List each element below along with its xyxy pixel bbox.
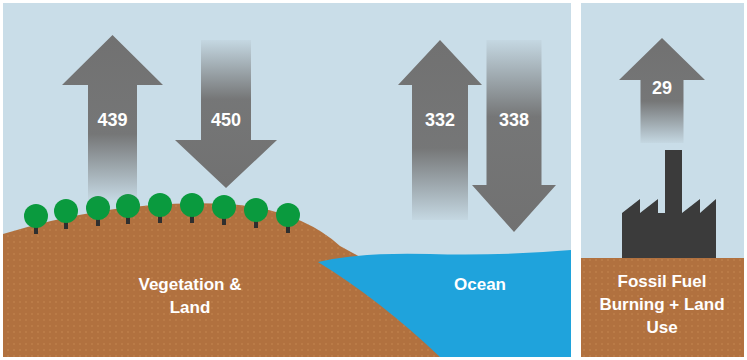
land (3, 203, 571, 357)
flux-arrow: 332 (398, 40, 482, 220)
region-label: Vegetation & Land (120, 273, 260, 319)
ground-texture (581, 258, 744, 357)
flux-value: 338 (472, 109, 556, 131)
tree-crown (24, 204, 48, 228)
ground (581, 258, 744, 357)
arrow-body (619, 38, 705, 143)
flux-arrow: 338 (472, 40, 556, 232)
tree-crown (212, 195, 236, 219)
flux-arrow: 450 (175, 40, 277, 188)
arrow-body (175, 40, 277, 188)
flux-value: 439 (62, 109, 163, 131)
arrow-shape (472, 40, 556, 232)
flux-value: 29 (619, 77, 705, 99)
tree-crown (244, 198, 268, 222)
region-label: Fossil Fuel Burning + Land Use (596, 270, 728, 339)
arrow-body (62, 35, 163, 200)
arrow-body (398, 40, 482, 220)
flux-arrow: 29 (619, 38, 705, 143)
ocean (318, 250, 571, 357)
sky (581, 3, 744, 357)
trees (24, 193, 300, 234)
region-label: Ocean (420, 273, 540, 296)
tree-crown (180, 193, 204, 217)
land-texture (3, 203, 571, 357)
sky (3, 3, 571, 357)
factory (622, 150, 716, 258)
flux-arrow: 439 (62, 35, 163, 200)
tree-crown (148, 193, 172, 217)
tree-crown (54, 199, 78, 223)
flux-value: 332 (398, 109, 482, 131)
arrow-body (472, 40, 556, 232)
tree-crown (276, 203, 300, 227)
flux-value: 450 (175, 109, 277, 131)
